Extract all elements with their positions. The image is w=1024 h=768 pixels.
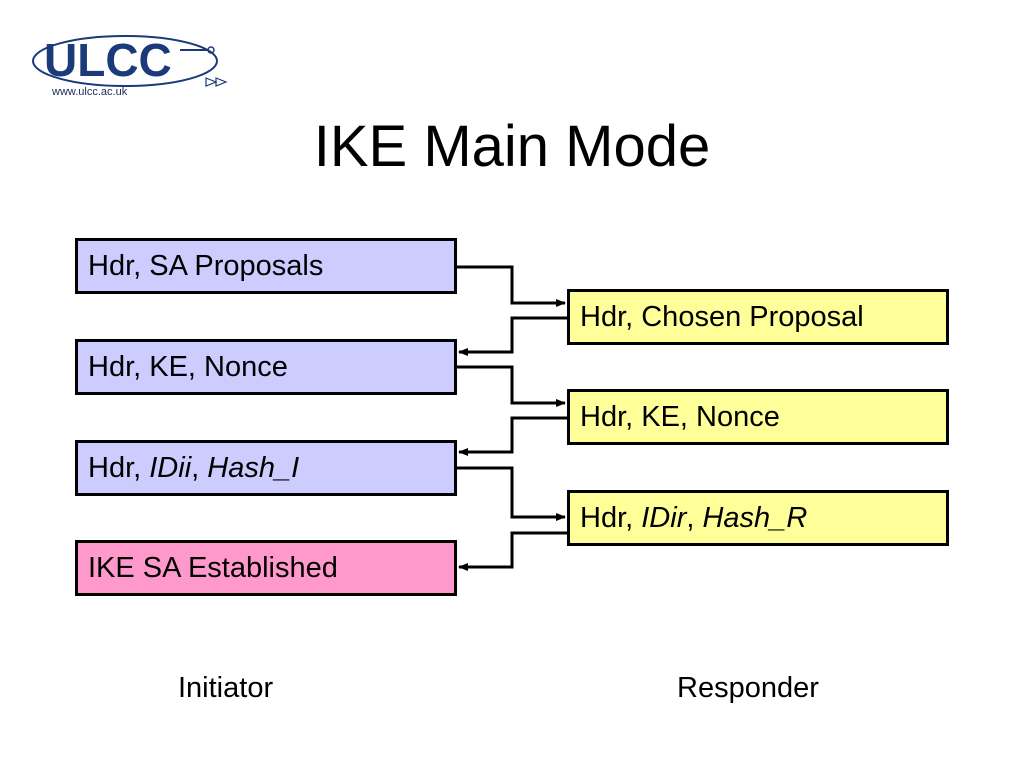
arrow-responder-to-initiator-2 <box>458 416 567 456</box>
arrow-responder-to-initiator-1 <box>458 316 567 356</box>
initiator-label: Initiator <box>178 672 274 704</box>
initiator-message-sa-established: IKE SA Established <box>75 540 457 596</box>
message-text: Hdr, KE, Nonce <box>88 351 288 383</box>
arrow-initiator-to-responder-2 <box>457 365 566 407</box>
message-text: Hdr, KE, Nonce <box>580 401 780 433</box>
message-sep: , <box>191 452 208 484</box>
message-id: IDir <box>641 502 687 534</box>
message-hash: Hash_I <box>207 452 300 484</box>
message-hash: Hash_R <box>702 502 808 534</box>
ulcc-logo: ULCC <box>32 34 228 87</box>
message-prefix: Hdr, <box>88 452 150 484</box>
arrow-initiator-to-responder-1 <box>457 265 566 307</box>
message-text: Hdr, SA Proposals <box>88 250 324 282</box>
initiator-message-ke-nonce: Hdr, KE, Nonce <box>75 339 457 395</box>
message-prefix: Hdr, <box>580 502 642 534</box>
responder-message-ke-nonce: Hdr, KE, Nonce <box>567 389 949 445</box>
responder-message-chosen-proposal: Hdr, Chosen Proposal <box>567 289 949 345</box>
message-text: Hdr, Chosen Proposal <box>580 301 864 333</box>
slide-title: IKE Main Mode <box>313 114 711 179</box>
arrow-initiator-to-responder-3 <box>457 466 566 521</box>
logo-url: www.ulcc.ac.uk <box>52 86 128 98</box>
message-text: IKE SA Established <box>88 552 338 584</box>
responder-label: Responder <box>677 672 819 704</box>
initiator-message-id-hash: Hdr, IDii, Hash_I <box>75 440 457 496</box>
message-id: IDii <box>149 452 192 484</box>
arrow-responder-to-initiator-3 <box>458 531 567 571</box>
responder-message-id-hash: Hdr, IDir, Hash_R <box>567 490 949 546</box>
logo-text: ULCC <box>44 34 172 86</box>
message-sep: , <box>686 502 703 534</box>
initiator-message-sa-proposals: Hdr, SA Proposals <box>75 238 457 294</box>
